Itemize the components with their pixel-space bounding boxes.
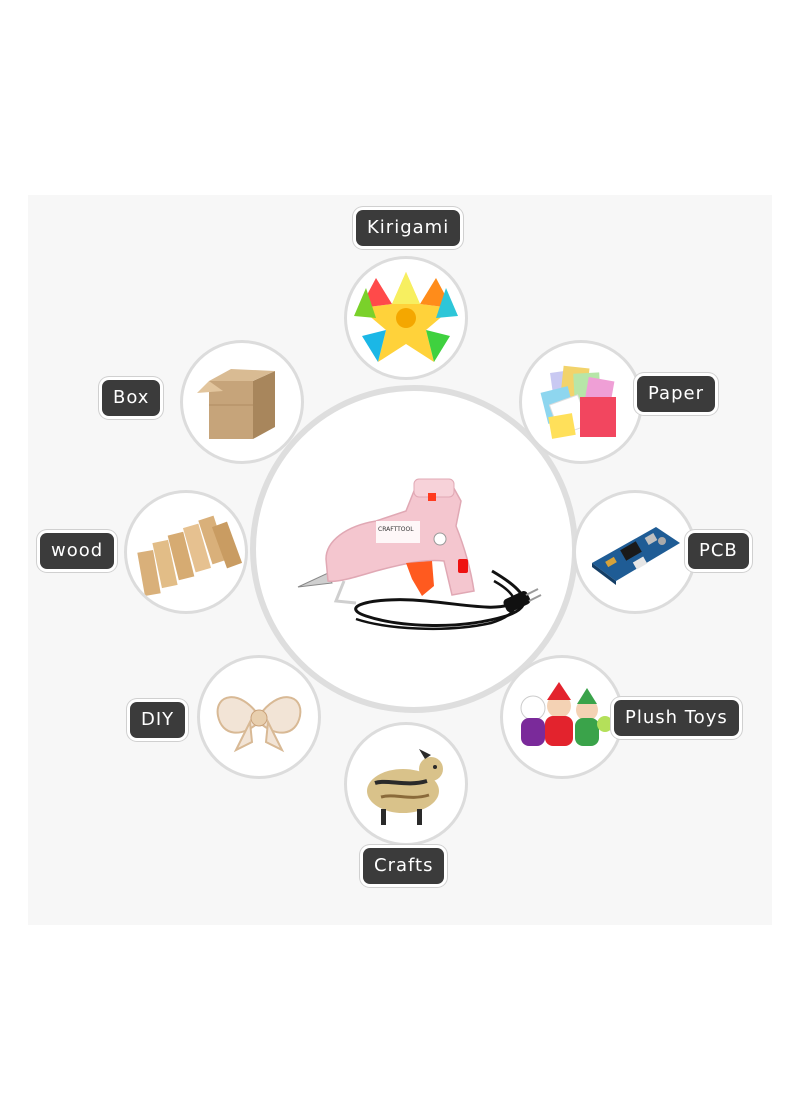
trigger bbox=[406, 561, 434, 596]
pcb-label: PCB bbox=[688, 533, 749, 569]
box-ring bbox=[180, 340, 304, 464]
crafts-ring bbox=[344, 722, 468, 846]
wood-ring bbox=[124, 490, 248, 614]
crafts-label: Crafts bbox=[363, 848, 445, 884]
paper-image bbox=[540, 365, 616, 439]
kirigami-ring bbox=[344, 256, 468, 380]
power-switch bbox=[458, 559, 468, 573]
kirigami-image bbox=[354, 272, 458, 362]
diy-image bbox=[216, 696, 302, 753]
diy-label: DIY bbox=[130, 702, 186, 738]
wood-image bbox=[137, 515, 243, 597]
product-label: CRAFTTOOL bbox=[378, 526, 414, 533]
pcb-image bbox=[592, 527, 680, 585]
paper-ring bbox=[519, 340, 643, 464]
center-product-ring: CRAFTTOOL bbox=[250, 385, 578, 713]
box-image bbox=[197, 369, 275, 439]
diy-ring bbox=[197, 655, 321, 779]
power-cord bbox=[354, 569, 526, 627]
crafts-image bbox=[367, 749, 443, 825]
stand bbox=[333, 580, 357, 605]
glue-gun-image: CRAFTTOOL bbox=[297, 478, 542, 631]
wood-label: wood bbox=[40, 533, 115, 569]
box-label: Box bbox=[102, 380, 161, 416]
plush-toys-ring bbox=[500, 655, 624, 779]
plug bbox=[503, 591, 531, 613]
pcb-ring bbox=[573, 490, 697, 614]
kirigami-label: Kirigami bbox=[356, 210, 461, 246]
plush-toys-image bbox=[520, 682, 613, 746]
paper-label: Paper bbox=[637, 376, 715, 412]
plush-toys-label: Plush Toys bbox=[614, 700, 739, 736]
